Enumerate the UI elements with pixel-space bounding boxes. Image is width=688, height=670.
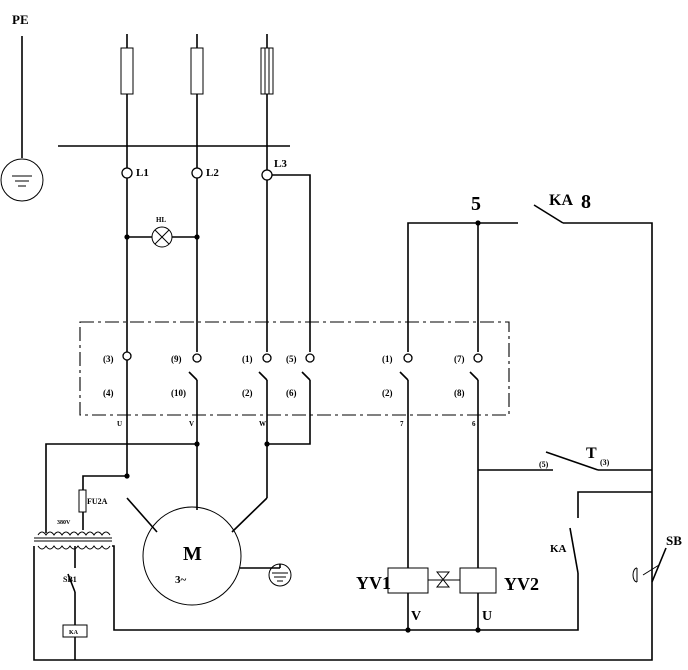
yv2-label: YV2 bbox=[504, 574, 539, 594]
terminal-top-2: (9) bbox=[171, 354, 182, 364]
yv2-coil bbox=[459, 567, 497, 594]
pe-label: PE bbox=[12, 12, 29, 27]
v-label: V bbox=[411, 609, 421, 624]
ka-mid-label: KA bbox=[550, 543, 567, 555]
pe-ground bbox=[0, 36, 44, 202]
terminal-label-6: 6 bbox=[472, 420, 476, 428]
hl-lamp bbox=[124, 226, 200, 248]
yv1-label: YV1 bbox=[356, 573, 391, 593]
terminal-top-4: (5) bbox=[286, 354, 297, 364]
sb-button bbox=[632, 547, 667, 608]
node-5-label: 5 bbox=[471, 193, 481, 215]
ka-contact-mid bbox=[569, 491, 652, 574]
fuses bbox=[120, 34, 274, 95]
u-label: U bbox=[482, 609, 492, 624]
terminal-top-1: (3) bbox=[103, 354, 114, 364]
l1-label: L1 bbox=[136, 167, 149, 179]
terminal-label-v: V bbox=[189, 420, 194, 428]
sb-label: SB bbox=[666, 533, 682, 548]
yv1-coil bbox=[387, 567, 429, 594]
l2-label: L2 bbox=[206, 167, 219, 179]
v380-label: 380V bbox=[57, 520, 71, 526]
terminal-label-u: U bbox=[117, 420, 122, 428]
terminal-bottom-1: (4) bbox=[103, 388, 114, 398]
terminal-bottom-4: (6) bbox=[286, 388, 297, 398]
transformer bbox=[34, 531, 112, 550]
terminal-l2 bbox=[191, 167, 203, 179]
terminal-top-3: (1) bbox=[242, 354, 253, 364]
phase-conductors bbox=[121, 94, 311, 352]
terminal-label-w: W bbox=[259, 420, 266, 428]
terminal-bottom-2: (10) bbox=[171, 388, 186, 398]
transformer-feed bbox=[45, 443, 197, 533]
valve-supply bbox=[407, 220, 518, 352]
node-8-label: 8 bbox=[581, 191, 591, 213]
terminal-contacts bbox=[122, 351, 483, 568]
fu2a-label: FU2A bbox=[87, 497, 108, 506]
terminal-l3 bbox=[261, 169, 273, 181]
terminal-top-5: (1) bbox=[382, 354, 393, 364]
hl-label: HL bbox=[156, 216, 166, 224]
terminal-bottom-6: (8) bbox=[454, 388, 465, 398]
fu2a-fuse bbox=[78, 489, 87, 513]
motor-label: M bbox=[183, 543, 202, 565]
secondary-circuit bbox=[33, 545, 653, 661]
motor bbox=[126, 497, 292, 606]
motor-sub-label: 3~ bbox=[175, 574, 187, 586]
solenoid-valves bbox=[387, 567, 497, 633]
terminal-bottom-3: (2) bbox=[242, 388, 253, 398]
terminal-box bbox=[79, 321, 510, 416]
t-label: T bbox=[586, 445, 597, 462]
terminal-l1 bbox=[121, 167, 133, 179]
terminal-label-7: 7 bbox=[400, 420, 404, 428]
terminal-bottom-5: (2) bbox=[382, 388, 393, 398]
l3-label: L3 bbox=[274, 158, 287, 170]
ka-contact-top bbox=[533, 204, 653, 582]
t-right-label: (3) bbox=[600, 458, 610, 467]
ka-coil-label: KA bbox=[69, 630, 79, 636]
sb1-label: SB1 bbox=[63, 575, 77, 584]
ka-top-label: KA bbox=[549, 192, 573, 209]
terminal-top-6: (7) bbox=[454, 354, 465, 364]
t-contact bbox=[478, 451, 652, 471]
t-left-label: (5) bbox=[539, 460, 549, 469]
